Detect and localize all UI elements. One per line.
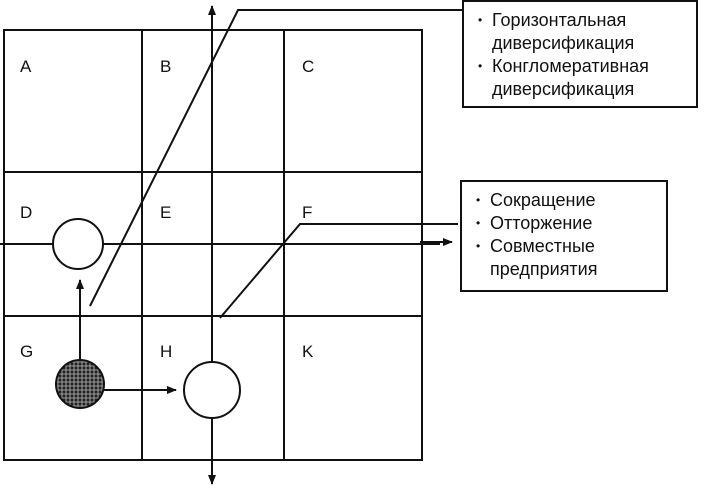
note-item-line: Конгломеративная — [492, 56, 649, 76]
bullet-icon: • — [476, 193, 481, 207]
note-item: • Конгломеративная диверсификация — [478, 55, 688, 101]
cell-label-c: C — [302, 57, 315, 76]
note-item-line: Сокращение — [490, 190, 596, 210]
cell-label-g: G — [20, 342, 34, 361]
cell-label-k: K — [302, 342, 314, 361]
cell-label-f: F — [302, 203, 313, 222]
circle-g-filled — [55, 359, 105, 409]
note-item-line: предприятия — [490, 259, 598, 279]
bullet-icon: • — [478, 59, 483, 73]
cell-label-e: E — [160, 203, 172, 222]
bullet-icon: • — [476, 216, 481, 230]
circle-d — [52, 218, 104, 270]
cell-label-a: A — [20, 57, 32, 76]
note-item: • Горизонтальная диверсификация — [478, 9, 688, 55]
leader-to-top-box — [89, 9, 466, 307]
note-item-line: диверсификация — [492, 79, 635, 99]
cell-label-d: D — [20, 203, 33, 222]
note-item-line: Совместные — [490, 236, 595, 256]
cell-label-b: B — [160, 57, 172, 76]
leader-to-right-box — [219, 223, 458, 319]
note-item: • Совместные предприятия — [476, 235, 658, 281]
note-item-line: Отторжение — [490, 213, 593, 233]
note-item-line: диверсификация — [492, 33, 635, 53]
circle-h — [183, 361, 241, 419]
note-item: • Сокращение — [476, 189, 658, 212]
restructuring-note-box: • Сокращение • Отторжение • Совместные п… — [460, 180, 668, 292]
diversification-note-box: • Горизонтальная диверсификация • Конгло… — [462, 0, 698, 108]
cell-label-h: H — [160, 342, 173, 361]
bullet-icon: • — [478, 13, 483, 27]
note-item-line: Горизонтальная — [492, 10, 627, 30]
bullet-icon: • — [476, 239, 481, 253]
note-item: • Отторжение — [476, 212, 658, 235]
